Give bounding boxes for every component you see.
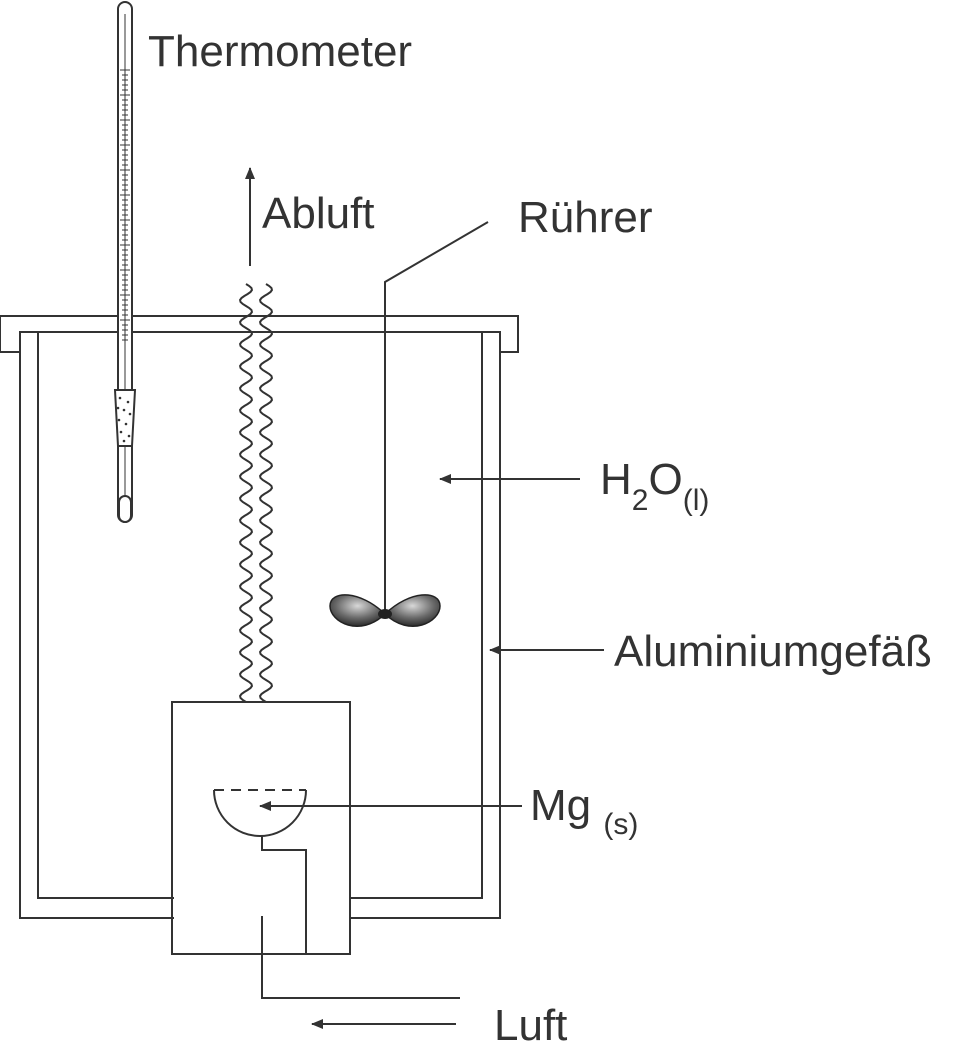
air-label: Luft <box>494 1004 567 1048</box>
exhaust-label: Abluft <box>262 192 375 236</box>
aluminium-container <box>0 315 519 919</box>
cork-dot <box>116 406 120 410</box>
stirrer <box>329 221 489 627</box>
container-label: Aluminiumgefäß <box>614 630 932 674</box>
water-label-h: H <box>600 455 632 504</box>
cork-dot <box>126 400 130 404</box>
thermometer-stopper <box>113 389 137 447</box>
thermometer <box>113 1 137 523</box>
cork-dot <box>127 434 131 438</box>
magnesium-label: Mg (s) <box>530 781 638 840</box>
magnesium-label-state: (s) <box>603 808 639 841</box>
cork-dot <box>122 439 126 443</box>
stirrer-blade-right <box>383 594 441 627</box>
air-label-text: Luft <box>494 1001 568 1050</box>
cork-dot <box>118 396 122 400</box>
stirrer-label-text: Rührer <box>518 193 653 242</box>
combustion-chamber <box>171 701 460 999</box>
water-label-state: (l) <box>682 484 710 517</box>
exhaust-coil <box>238 283 274 703</box>
cork-dot <box>124 422 128 426</box>
water-label: H2O(l) <box>600 455 709 516</box>
thermometer-label-text: Thermometer <box>148 27 413 76</box>
cork-dot <box>122 408 126 412</box>
stirrer-label: Rührer <box>518 196 653 240</box>
magnesium-label-text: Mg <box>530 781 592 830</box>
container-label-text: Aluminiumgefäß <box>614 627 932 676</box>
thermometer-scale <box>120 69 130 341</box>
thermometer-label: Thermometer <box>148 30 412 74</box>
cork-dot <box>128 412 132 416</box>
water-label-o: O <box>648 455 683 504</box>
stirrer-blade-left <box>329 594 387 627</box>
water-label-subscript: 2 <box>631 484 649 517</box>
exhaust-label-text: Abluft <box>262 189 375 238</box>
cork-dot <box>119 430 123 434</box>
cork-dot <box>117 418 121 422</box>
